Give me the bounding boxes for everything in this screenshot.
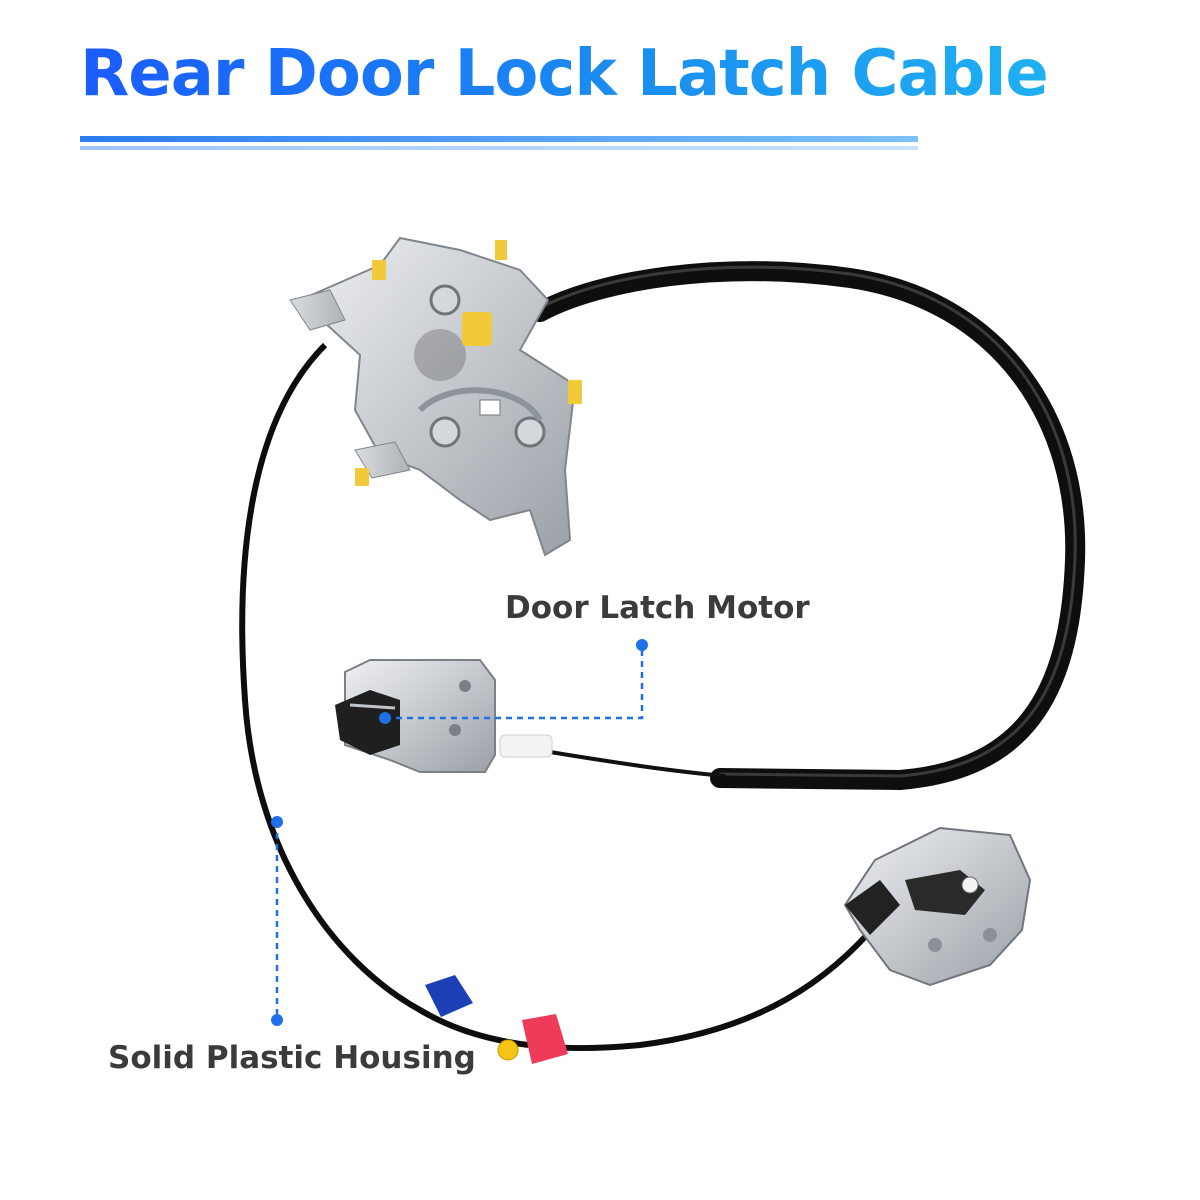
motor-icon: [335, 659, 496, 773]
housing-callout-label: Solid Plastic Housing: [108, 1040, 476, 1076]
thick-cable: [530, 261, 1086, 791]
housing-cable: [239, 342, 883, 1052]
cable-clips: [425, 975, 568, 1064]
title-underline: [80, 136, 918, 158]
motor-callout-label: Door Latch Motor: [505, 590, 810, 626]
lower-latch-icon: [843, 826, 1032, 987]
callout-leaders: [271, 639, 648, 1026]
page-title: Rear Door Lock Latch Cable: [80, 37, 1049, 111]
motor-cable: [549, 750, 726, 778]
main-latch-icon: [289, 236, 582, 557]
